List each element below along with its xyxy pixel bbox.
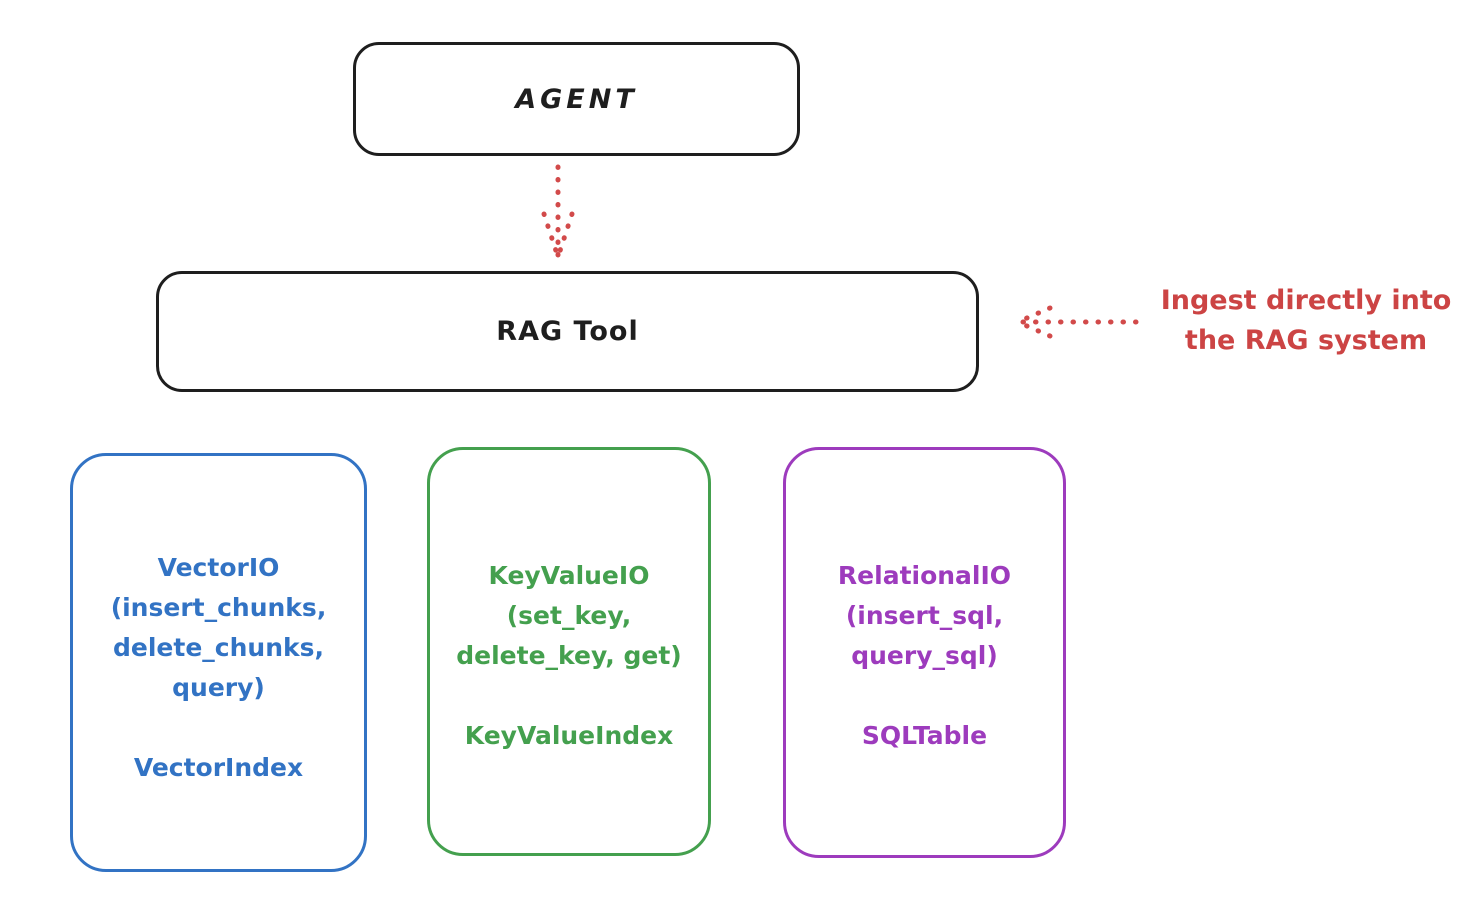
vectorio-methods-line1: (insert_chunks, [110,593,327,622]
agent-to-ragtool-arrow-icon [541,164,575,261]
relationalio-methods-line1: (insert_sql, [845,601,1004,630]
keyvalueio-title: KeyValueIO [488,561,650,590]
vectorindex-label: VectorIndex [133,753,304,782]
vectorio-methods-line3: query) [172,673,265,702]
relationalio-box: RelationalIO (insert_sql, query_sql) SQL… [783,447,1066,858]
keyvalueio-methods-line1: (set_key, [506,601,632,630]
vectorio-title: VectorIO [157,553,280,582]
keyvalueio-methods-line2: delete_key, get) [456,641,682,670]
rag-tool-label: RAG Tool [496,316,639,347]
ingest-annotation-line1: Ingest directly into [1160,285,1452,316]
ingest-annotation-line2: the RAG system [1184,325,1428,356]
ingest-annotation: Ingest directly into the RAG system [1138,281,1474,361]
annotation-to-ragtool-arrow-icon [1017,305,1139,339]
keyvalueindex-label: KeyValueIndex [464,721,674,750]
sqltable-label: SQLTable [861,721,988,750]
vectorio-box: VectorIO (insert_chunks, delete_chunks, … [70,453,367,872]
relationalio-title: RelationalIO [837,561,1012,590]
relationalio-methods-line2: query_sql) [851,641,998,670]
agent-label: AGENT [515,83,638,115]
keyvalueio-box: KeyValueIO (set_key, delete_key, get) Ke… [427,447,711,856]
agent-box: AGENT [353,42,800,156]
rag-tool-box: RAG Tool [156,271,979,392]
vectorio-methods-line2: delete_chunks, [113,633,324,662]
